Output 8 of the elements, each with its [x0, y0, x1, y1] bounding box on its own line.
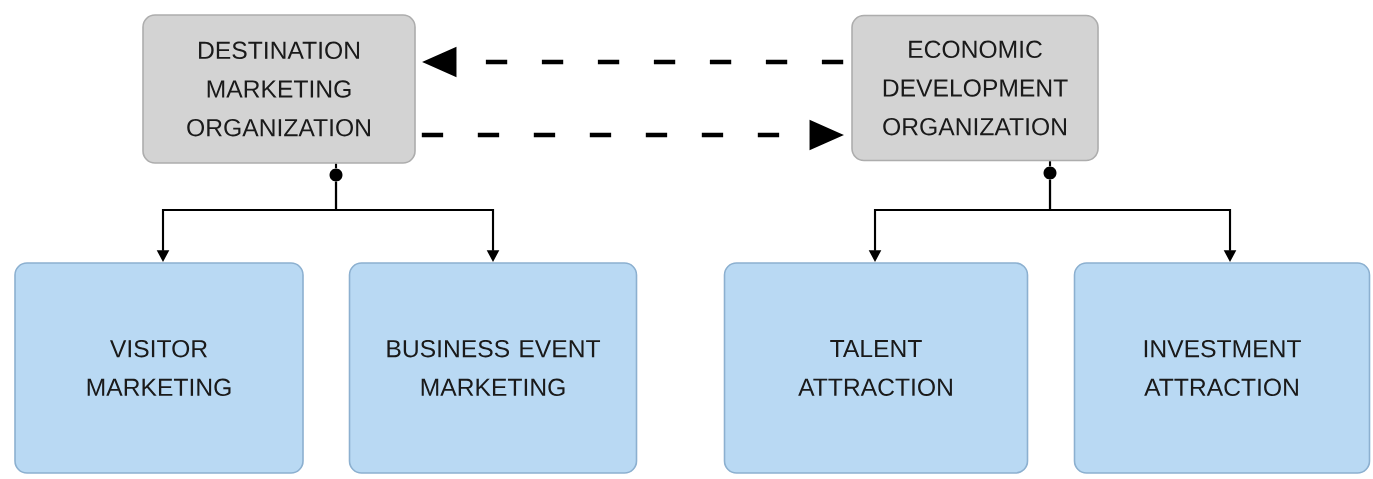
connector-line	[1048, 161, 1052, 167]
connector-line	[334, 163, 338, 169]
function-box: TALENT ATTRACTION	[723, 262, 1029, 474]
function-box: INVESTMENT ATTRACTION	[1073, 262, 1371, 474]
process-box: ECONOMIC DEVELOPMENT ORGANIZATION	[851, 14, 1099, 162]
process-box: DESTINATION MARKETING ORGANIZATION	[142, 14, 416, 164]
function-box: BUSINESS EVENT MARKETING	[348, 262, 638, 474]
function-box: VISITOR MARKETING	[14, 262, 304, 474]
